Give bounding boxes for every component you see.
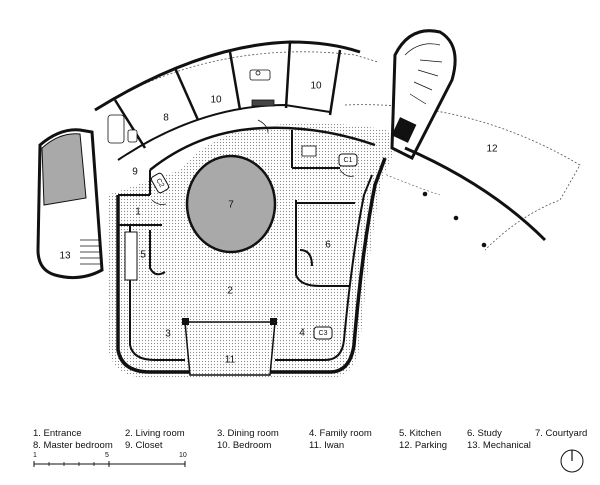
parking-wall xyxy=(404,146,547,242)
scale-bar: 1 5 10 xyxy=(33,452,193,468)
room-label-master-bedroom: 8 xyxy=(163,113,169,124)
spiral-stair xyxy=(404,43,443,105)
legend-item-master-bedroom: 8. Master bedroom xyxy=(33,440,113,451)
room-label-bedroom-a: 10 xyxy=(210,95,222,106)
svg-text:C2: C2 xyxy=(154,178,165,189)
fixture-mark-c1: C1 xyxy=(338,153,358,167)
room-label-closet: 9 xyxy=(132,167,138,178)
room-label-living-room: 2 xyxy=(227,286,233,297)
room-label-mechanical: 13 xyxy=(59,251,71,262)
room-label-bedroom-b: 10 xyxy=(310,81,322,92)
room-label-kitchen: 5 xyxy=(140,250,146,261)
study-walls xyxy=(295,200,355,287)
stair-landing xyxy=(391,117,417,143)
north-arrow-icon xyxy=(560,449,584,473)
legend-item-courtyard: 7. Courtyard xyxy=(535,428,588,439)
door-swings xyxy=(151,119,355,205)
floor-plan: 1 2 3 4 5 6 7 8 9 10 10 11 12 13 C1 C2 C… xyxy=(36,29,581,378)
legend-item-study: 6. Study xyxy=(467,428,502,439)
iwan-column-right xyxy=(270,318,277,325)
legend-item-entrance: 1. Entrance xyxy=(33,428,82,439)
room-label-family-room: 4 xyxy=(299,328,305,339)
room-label-parking: 12 xyxy=(486,144,498,155)
legend-row-2: 8. Master bedroom 9. Closet 10. Bedroom … xyxy=(33,440,553,452)
room-label-study: 6 xyxy=(325,240,331,251)
bath-fixtures xyxy=(107,69,275,144)
room-label-dining-room: 3 xyxy=(165,329,171,340)
service-walls xyxy=(118,170,166,281)
legend-item-bedroom: 10. Bedroom xyxy=(217,440,272,451)
legend-item-dining-room: 3. Dining room xyxy=(217,428,279,439)
legend-item-living-room: 2. Living room xyxy=(125,428,185,439)
scale-label-5: 5 xyxy=(105,452,109,459)
bedroom-wing-outer-wall xyxy=(94,40,361,112)
mechanical-stair xyxy=(80,239,100,265)
legend-item-mechanical: 13. Mechanical xyxy=(467,440,531,451)
perimeter-paving xyxy=(108,122,395,378)
bedroom-partitions xyxy=(113,41,342,149)
room-label-courtyard: 7 xyxy=(228,200,234,211)
legend-row-1: 1. Entrance 2. Living room 3. Dining roo… xyxy=(33,428,587,440)
legend-item-closet: 9. Closet xyxy=(125,440,163,451)
iwan xyxy=(184,321,276,376)
courtyard xyxy=(185,154,277,254)
bedroom-wing-inner-wall xyxy=(117,103,331,161)
legend-item-family-room: 4. Family room xyxy=(309,428,372,439)
scale-bar-graphic xyxy=(33,461,186,467)
room-label-iwan: 11 xyxy=(225,355,236,366)
scale-label-10: 10 xyxy=(179,452,187,459)
legend-item-parking: 12. Parking xyxy=(399,440,448,451)
legend-item-kitchen: 5. Kitchen xyxy=(399,428,442,439)
iwan-column-left xyxy=(182,318,189,325)
mechanical-room-shaded xyxy=(41,133,87,206)
inner-wall xyxy=(129,174,373,361)
legend-item-iwan: 11. Iwan xyxy=(309,440,345,451)
parking-posts xyxy=(422,191,487,248)
room-label-entrance: 1 xyxy=(135,207,141,218)
fixture-mark-c2: C2 xyxy=(150,172,170,194)
corridor-wall xyxy=(149,126,376,171)
svg-text:C3: C3 xyxy=(319,330,328,337)
legend: 1. Entrance 2. Living room 3. Dining roo… xyxy=(33,428,587,452)
svg-text:C1: C1 xyxy=(344,157,353,164)
kitchen-bath xyxy=(291,130,340,169)
scale-label-1: 1 xyxy=(33,452,37,459)
fixture-mark-c3: C3 xyxy=(313,326,333,340)
parking-inner-outline xyxy=(374,169,441,196)
outer-wall xyxy=(116,157,387,374)
